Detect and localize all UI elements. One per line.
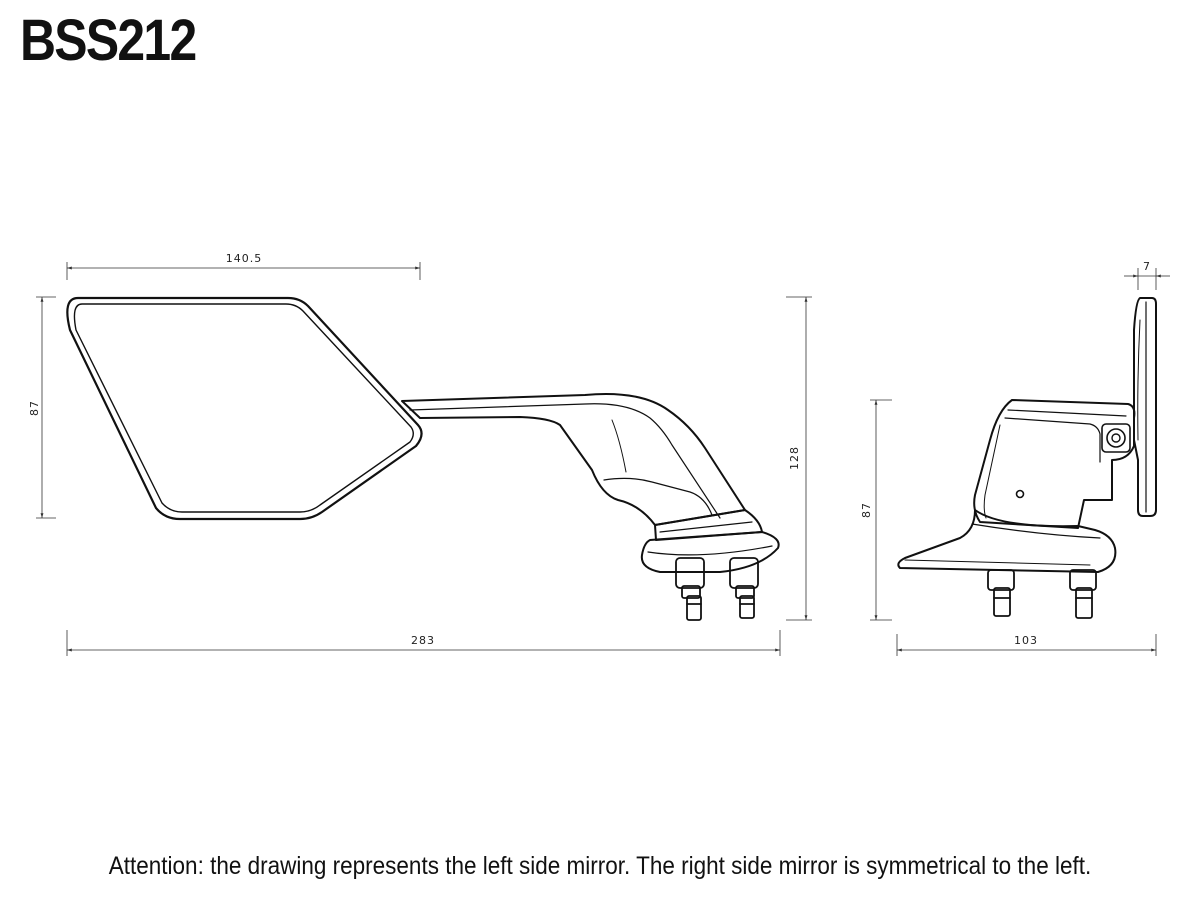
side-mirror-glass	[1133, 297, 1157, 517]
dim-front-total-height: 128	[788, 446, 801, 470]
front-mirror-head-outer	[66, 296, 423, 521]
front-dimension-lines	[36, 262, 812, 656]
side-screw	[1015, 489, 1025, 499]
side-stud-right	[1069, 569, 1097, 619]
side-base-plate	[897, 509, 1117, 573]
dim-side-glass-thickness: 7	[1143, 260, 1151, 273]
front-view	[66, 296, 780, 621]
front-arm	[401, 393, 746, 526]
side-housing-body	[973, 399, 1136, 529]
front-arm-detail	[409, 403, 721, 519]
front-stud-left	[675, 557, 705, 621]
dim-side-height: 87	[860, 502, 873, 518]
dim-front-mirror-height: 87	[28, 400, 41, 416]
front-mirror-head-inner	[73, 303, 414, 513]
product-code-title: BSS212	[20, 8, 197, 73]
side-bolt	[1101, 423, 1131, 453]
symmetry-note: Attention: the drawing represents the le…	[108, 852, 1092, 880]
front-stud-right	[729, 557, 759, 619]
side-view	[897, 297, 1157, 619]
side-dimension-lines	[870, 268, 1170, 656]
side-stud-left	[987, 569, 1015, 617]
front-arm-crease	[603, 477, 713, 516]
front-base-plate	[640, 531, 780, 573]
dim-front-total-width: 283	[411, 634, 435, 647]
dim-side-width: 103	[1014, 634, 1038, 647]
dim-front-mirror-width: 140.5	[226, 252, 263, 265]
